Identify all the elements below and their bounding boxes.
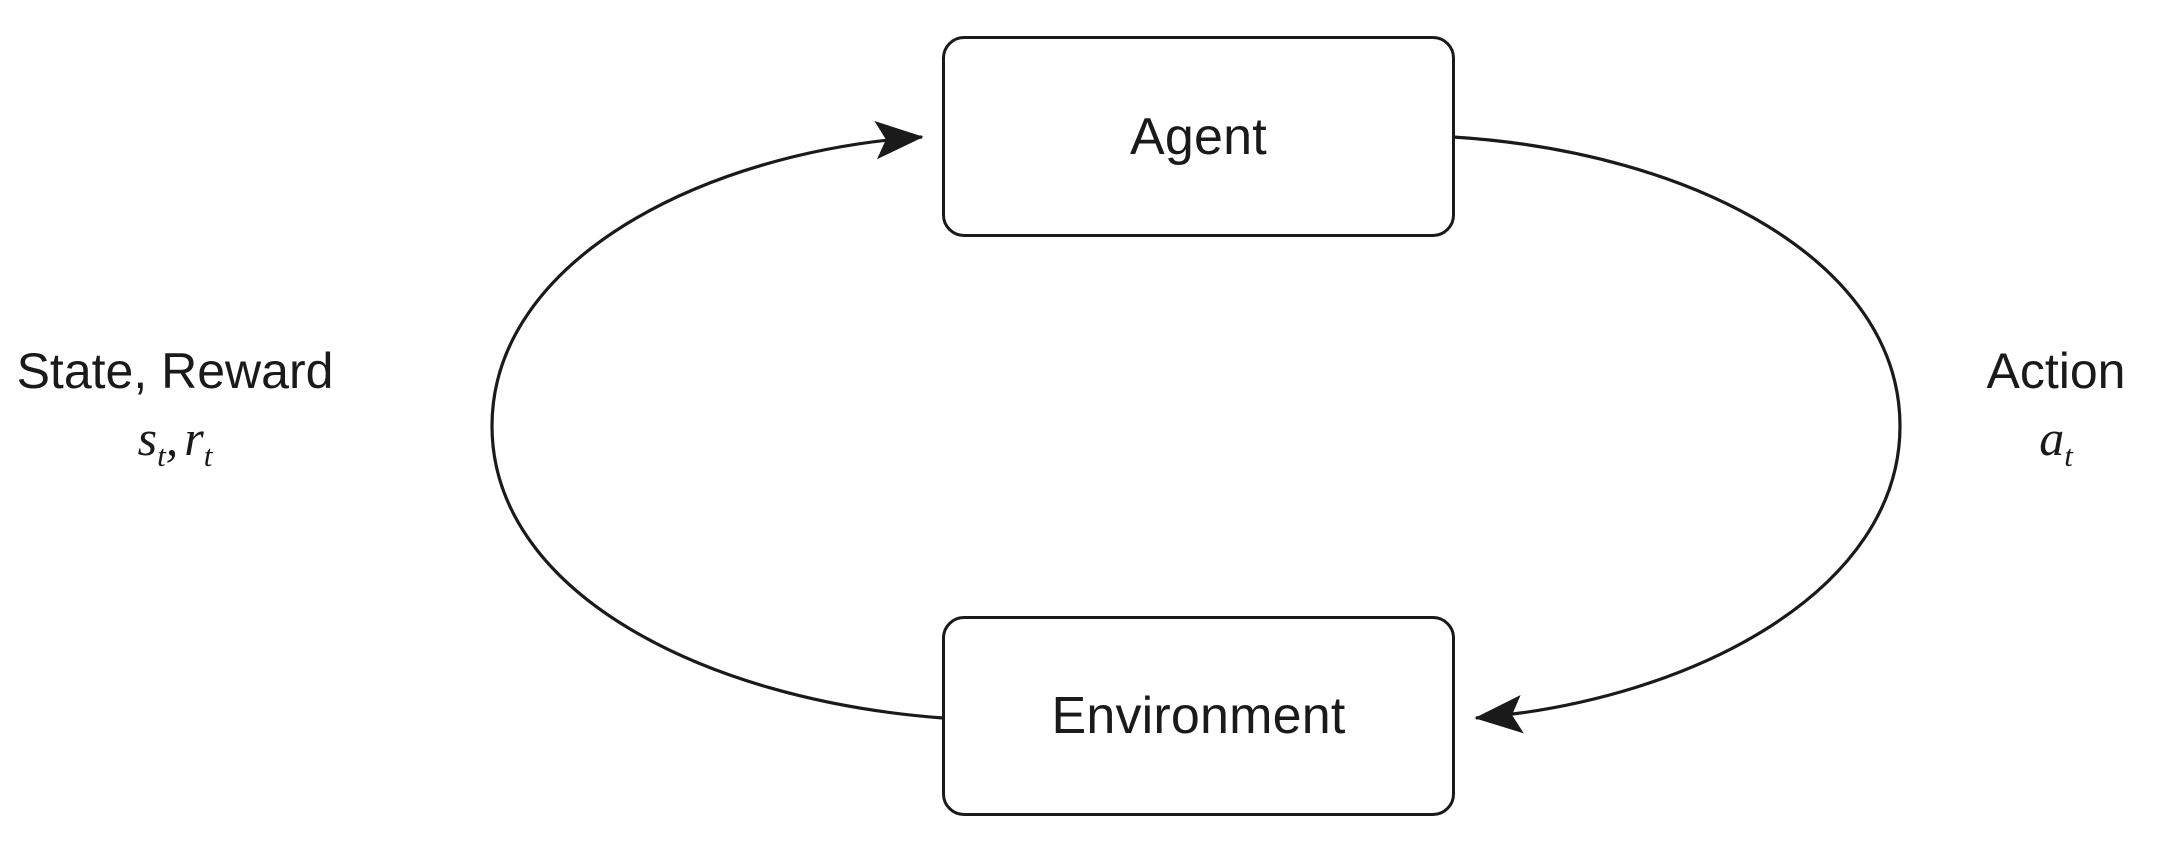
symbol-separator: , [165, 409, 179, 466]
node-agent-label: Agent [1130, 107, 1267, 166]
symbol-state-subscript: t [157, 437, 166, 473]
symbol-reward: r [184, 409, 204, 466]
node-environment[interactable]: Environment [942, 616, 1455, 816]
edge-label-state-reward-text: State, Reward [16, 343, 334, 399]
node-agent[interactable]: Agent [942, 36, 1455, 237]
edge-label-action-text: Action [1986, 343, 2126, 399]
edge-label-action-symbols: at [1930, 409, 2182, 473]
node-environment-label: Environment [1051, 687, 1346, 745]
symbol-action-subscript: t [2064, 437, 2073, 473]
edge-label-state-reward: State, Reward st,rt [0, 345, 350, 472]
symbol-action: a [2039, 409, 2065, 466]
edge-label-state-reward-symbols: st,rt [0, 409, 350, 473]
edge-label-action: Action at [1930, 345, 2182, 472]
symbol-reward-subscript: t [203, 437, 213, 473]
symbol-state: s [137, 409, 158, 466]
arrow-agent-to-environment [1452, 135, 1902, 734]
arrow-environment-to-agent [490, 120, 944, 720]
